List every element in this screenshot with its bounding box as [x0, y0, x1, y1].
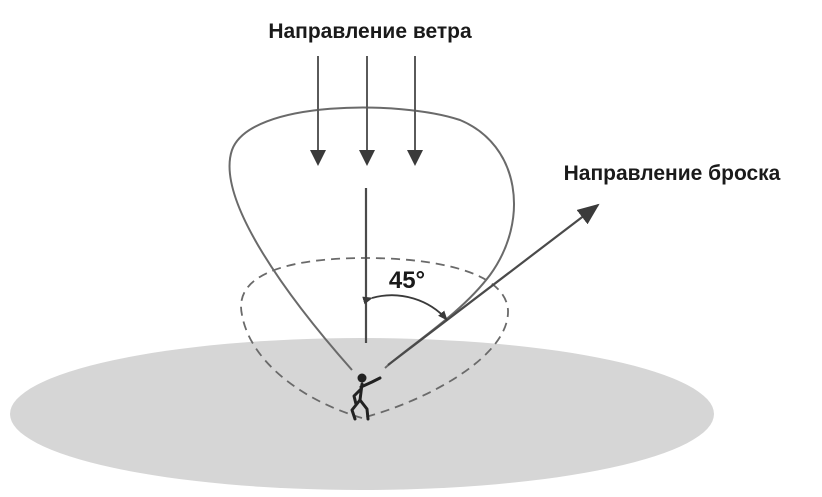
- ground-area: [10, 338, 714, 490]
- angle-arc: [362, 294, 448, 321]
- thrower-figure-icon: [350, 373, 382, 421]
- wind-arrowhead-center: [359, 150, 375, 166]
- wind-arrowhead-left: [310, 150, 326, 166]
- throw-direction-label: Направление броска: [564, 162, 781, 185]
- angle-label: 45°: [389, 267, 425, 294]
- throw-trajectory-loop: [228, 106, 515, 371]
- throw-direction-arrow: [387, 203, 600, 366]
- wind-direction-label: Направление ветра: [268, 20, 472, 43]
- wind-arrowhead-right: [407, 150, 423, 166]
